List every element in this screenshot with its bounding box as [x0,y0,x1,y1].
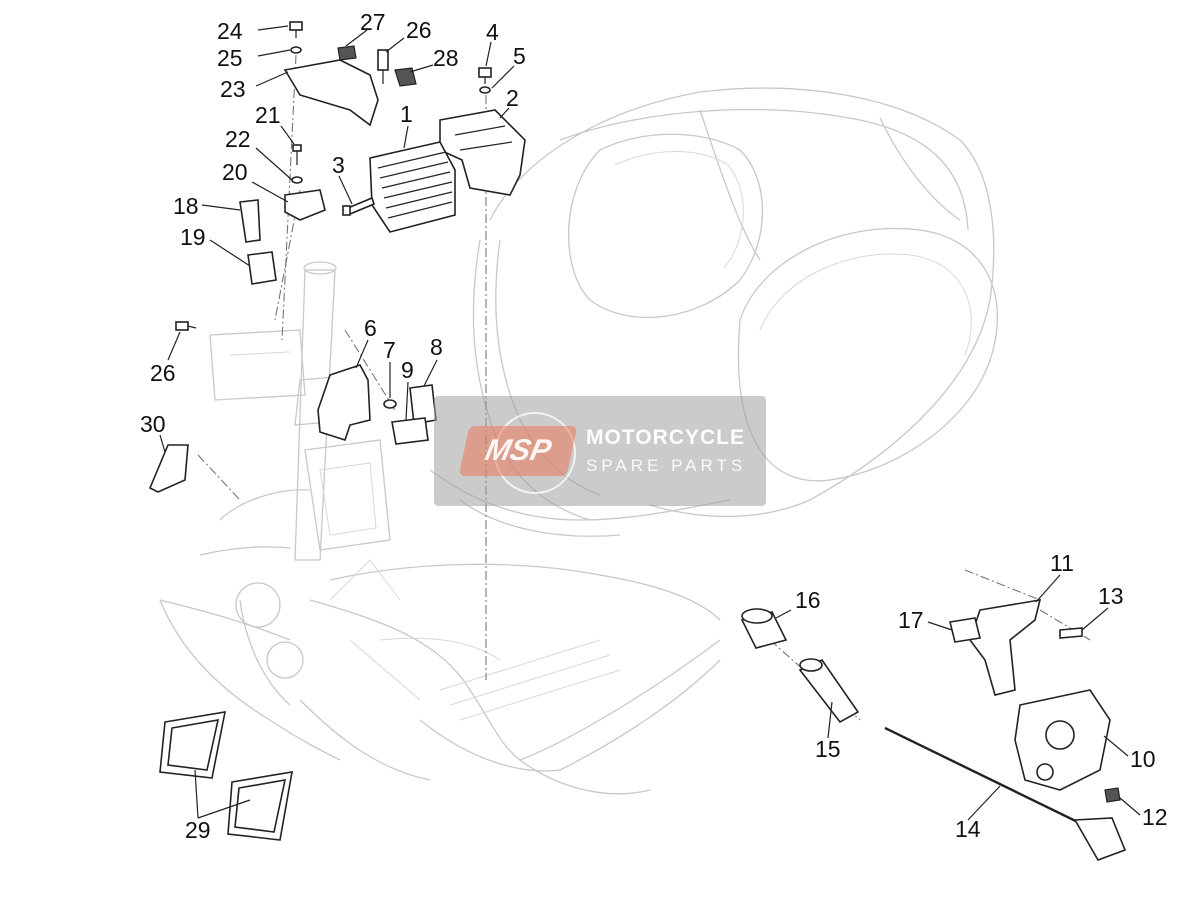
label-27: 27 [360,9,386,35]
label-7: 7 [383,337,396,363]
label-14: 14 [955,816,981,842]
label-17: 17 [898,607,924,633]
part-14-cable [884,726,1127,861]
part-12-bolt [1104,787,1121,803]
label-9: 9 [401,357,414,383]
part-13-screw [1059,627,1083,639]
label-21: 21 [255,102,281,128]
part-3-screw [342,196,375,216]
label-30: 30 [140,411,166,437]
part-30-plate [148,444,189,493]
part-16-bushing [740,608,788,649]
label-23: 23 [220,76,246,102]
part-7-washer [383,399,397,409]
part-6-bracket [317,364,371,442]
label-13: 13 [1098,583,1124,609]
label-26-top: 26 [406,17,432,43]
part-18-connector [239,199,261,243]
part-4-screw [478,67,492,84]
label-1: 1 [400,101,413,127]
part-24-screw [289,21,303,38]
label-18: 18 [173,193,199,219]
part-29-mats [159,711,293,841]
label-6: 6 [364,315,377,341]
label-28: 28 [433,45,459,71]
label-4: 4 [486,19,499,45]
part-19-cap [247,251,277,285]
part-1-regulator [369,141,456,233]
label-10: 10 [1130,746,1156,772]
msp-logo-badge: MSP [458,426,578,476]
label-19: 19 [180,224,206,250]
part-11-bracket [969,599,1042,696]
watermark-line-1: MOTORCYCLE [586,426,745,449]
label-29: 29 [185,817,211,843]
part-15-pin [798,658,860,724]
label-11: 11 [1050,550,1074,576]
part-27-clip [337,45,357,61]
callout-labels: 24 25 23 27 26 28 4 5 2 1 21 22 20 3 18 … [140,9,1168,843]
part-2-bracket [439,109,526,196]
part-9-plug [391,417,429,445]
label-22: 22 [225,126,251,152]
watermark-line-2: SPARE PARTS [586,456,747,475]
leader-lines [159,25,1141,821]
part-20-clamp [284,189,326,221]
label-26-left: 26 [150,360,176,386]
part-26-left-connector [175,321,197,331]
part-17-clamp [949,617,981,643]
part-22-washer [291,176,303,184]
label-24: 24 [217,18,243,44]
part-10-lock [1014,689,1111,791]
msp-logo-text: MSP [482,434,555,467]
part-5-washer [479,86,491,94]
part-25-washer [290,46,302,54]
watermark-banner: MSP MOTORCYCLE SPARE PARTS [434,396,766,506]
part-23-bracket [283,59,379,127]
part-21-screw [292,144,302,165]
part-28-clip [394,67,417,87]
part-26-connector [377,49,389,84]
label-16: 16 [795,587,821,613]
label-5: 5 [513,43,526,69]
label-2: 2 [506,85,519,111]
label-20: 20 [222,159,248,185]
parts [148,21,1127,861]
label-3: 3 [332,152,345,178]
label-25: 25 [217,45,243,71]
label-8: 8 [430,334,443,360]
label-12: 12 [1142,804,1168,830]
label-15: 15 [815,736,841,762]
